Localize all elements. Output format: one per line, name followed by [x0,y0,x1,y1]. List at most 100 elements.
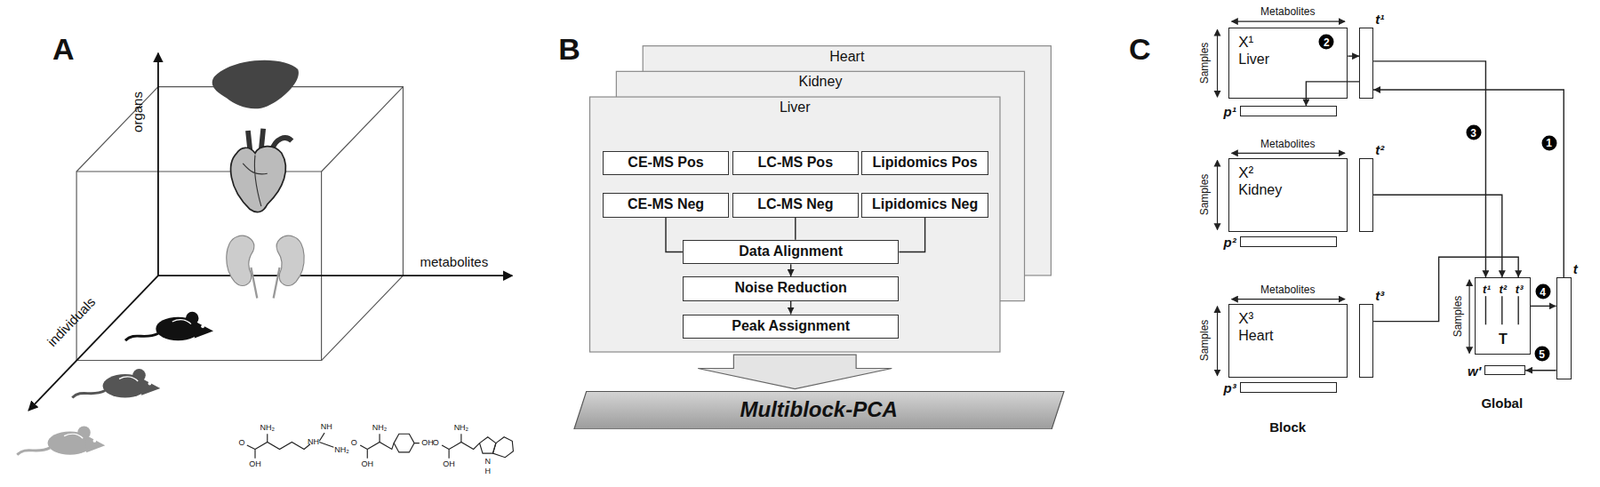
box-text: X³ [1238,310,1338,328]
panel-letter: C [1128,32,1152,67]
card-layer [590,46,1052,352]
score-vector: t¹ [1359,27,1374,99]
score-vector: t² [1359,158,1374,232]
loading-vector: p² [1240,236,1337,247]
atom-label: NH₂ [372,423,388,432]
box-text: Lipidomics Neg [862,196,989,213]
method-box: Lipidomics Pos [861,151,990,176]
section-label: Global [1480,395,1523,411]
panel-letter: B [558,32,581,67]
atom-label: NH₂ [260,423,276,432]
box-text: Liver [1238,51,1338,68]
flow-arrow [665,217,683,253]
global-block: t¹t²t³T [1474,277,1531,355]
callout-number: 2 [1319,34,1335,50]
data-block: X³Heart [1228,304,1348,378]
box-text: Kidney [1238,182,1338,199]
dimension-label: Samples [1451,296,1464,338]
data-block: X²Kidney [1228,158,1348,232]
atom-label: O [432,438,440,448]
atom-label: OH [442,459,456,469]
vector-label: t¹ [1375,11,1384,27]
atom-label: NH [307,437,320,447]
box-text: t² [1498,281,1507,296]
card-title: Heart [642,48,1051,65]
atom-label: H [484,466,491,476]
organ-card: Kidney [616,71,1024,301]
vector-label: p³ [1224,380,1237,396]
box-text: X² [1238,164,1338,183]
dimension-arrows [1217,21,1471,376]
kidney-icon [226,235,304,298]
dimension-label: Samples [1198,42,1211,85]
method-box: CE-MS Pos [602,151,728,176]
vector-label: p² [1224,234,1237,250]
loading-vector: p³ [1240,382,1337,392]
box-text: Data Alignment [683,243,899,260]
box-text: Lipidomics Pos [862,154,989,171]
super-score-vector: t [1556,277,1572,380]
axis-label: metabolites [419,253,488,269]
method-box: Lipidomics Neg [861,192,990,218]
flow-arrow [790,301,792,315]
box-text: Multiblock-PCA [740,397,898,423]
heart-icon [231,128,293,213]
loading-vector: p¹ [1240,105,1337,116]
vector-label: t [1573,261,1578,277]
panel-letter: A [52,32,75,67]
vector-label: p¹ [1224,104,1237,120]
score-columns [1485,296,1519,325]
flow-arrow [1525,369,1556,371]
dimension-label: Metabolites [1260,137,1315,151]
flow-arrow [898,217,925,253]
axis-label: individuals [44,293,99,349]
atom-label: OH [421,438,434,448]
block-arrow [697,354,892,390]
callout-number: 4 [1535,284,1551,300]
flow-arrow [1373,256,1519,321]
atom-label: N [484,456,491,466]
section-label: Block [1269,418,1306,434]
flow-arrow [794,217,796,240]
liver-icon [212,60,299,110]
card-shape [590,96,1000,352]
vector-label: w' [1467,362,1481,378]
flow-arrow [1305,81,1360,107]
box-text: CE-MS Neg [603,196,728,213]
card-title: Liver [590,99,1000,116]
dimension-label: Metabolites [1260,5,1315,18]
box-text: T [1498,331,1508,348]
dimension-label: Samples [1198,174,1211,216]
process-box: Peak Assignment [682,314,900,340]
flow-arrow [1530,305,1557,307]
flow-arrow [1373,61,1486,278]
atom-label: NH₂ [454,423,470,432]
card-title: Kidney [616,73,1024,90]
flow-arrow [1373,89,1564,278]
atom-label: OH [361,459,375,469]
axis-label: organs [128,91,144,133]
callout-number: 1 [1541,135,1557,151]
process-box: Noise Reduction [682,276,900,302]
atom-label: O [351,438,358,448]
atom-label: OH [248,459,262,469]
box-text: CE-MS Pos [603,154,728,171]
vector-label: t² [1375,142,1384,158]
weight-vector: w' [1484,365,1526,376]
callout-number: 5 [1534,346,1550,362]
method-box: LC-MS Pos [732,151,858,176]
box-text: t³ [1515,281,1524,296]
method-box: CE-MS Neg [602,192,728,218]
callout-number: 3 [1465,125,1481,141]
process-box: Data Alignment [682,240,900,265]
organ-card: CE-MS PosLC-MS PosLipidomics PosCE-MS Ne… [590,96,1000,352]
molecules [247,432,514,459]
dimension-label: Samples [1198,320,1211,362]
rat-icons [16,312,214,456]
flow-arrow [1347,55,1360,56]
flow-arrow [1373,194,1503,278]
method-box: LC-MS Neg [732,192,858,218]
analysis-banner: Multiblock-PCA [571,391,1067,431]
box-text: Noise Reduction [683,280,899,296]
